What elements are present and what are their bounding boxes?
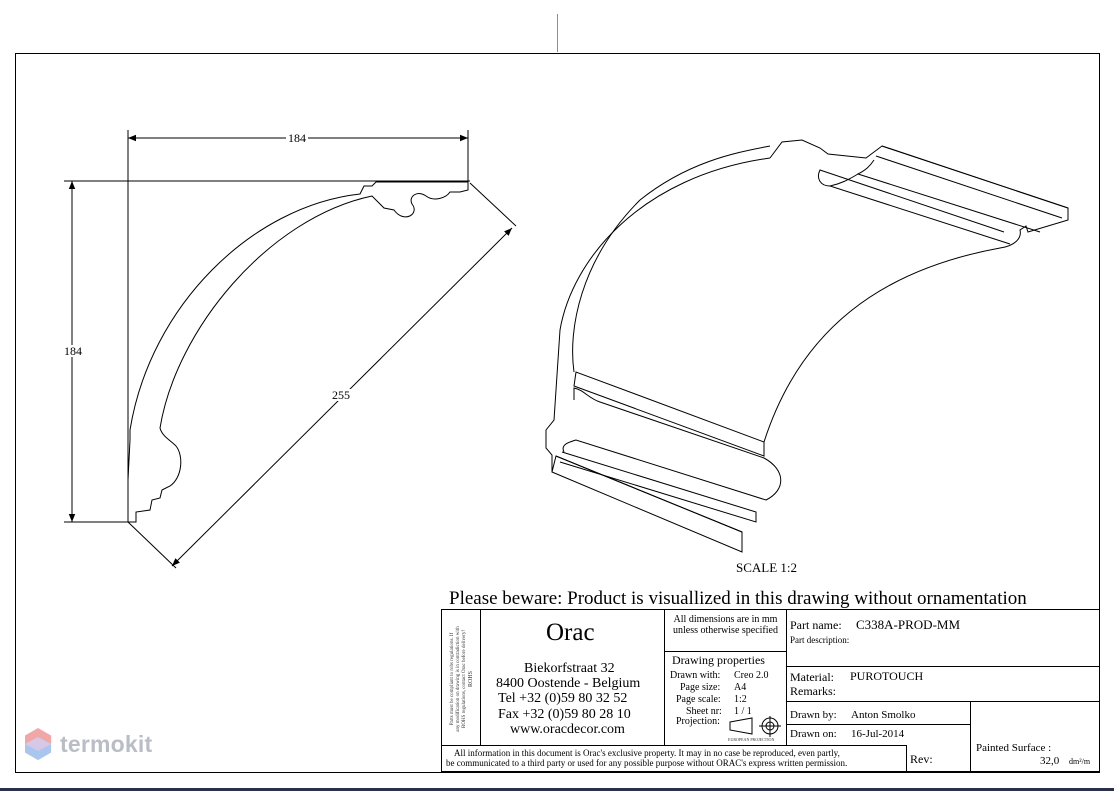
drawing-frame <box>15 53 1100 773</box>
rohs-side-note: Parts must be compliant to rohs regulati… <box>450 626 474 732</box>
painted-surface-unit: dm²/m <box>1069 757 1091 766</box>
company-street: Biekorfstraat 32 <box>524 661 615 676</box>
projection-label: Projection: <box>676 716 720 727</box>
top-guide-line <box>557 14 558 52</box>
termokit-logo-text: termokit <box>60 730 153 757</box>
dim-width-label: 184 <box>286 131 308 145</box>
legal-notice-line-1: All information in this document is Orac… <box>454 748 840 758</box>
properties-heading: Drawing properties <box>672 653 765 667</box>
page-scale-value: 1:2 <box>734 694 747 705</box>
drawn-by-label: Drawn by: <box>790 709 837 721</box>
sheet-label: Sheet nr: <box>686 706 722 717</box>
drawn-by-value: Anton Smolko <box>851 709 916 721</box>
material-label: Material: <box>790 670 834 684</box>
company-web[interactable]: www.oracdecor.com <box>510 722 625 737</box>
termokit-logo-icon <box>25 728 51 760</box>
part-description-label: Part description: <box>790 635 850 645</box>
revision-label: Rev: <box>910 752 933 766</box>
painted-surface-value: 32,0 <box>1040 755 1060 767</box>
scale-label: SCALE 1:2 <box>736 560 798 575</box>
dim-diagonal-label: 255 <box>330 388 352 402</box>
material-value: PUROTOUCH <box>850 669 924 683</box>
termokit-watermark: termokit <box>24 727 152 761</box>
profile-section <box>127 181 469 523</box>
drawn-with-value: Creo 2.0 <box>734 670 769 681</box>
page-size-label: Page size: <box>680 682 721 693</box>
legal-notice-line-2: be communicated to a third party or used… <box>446 758 848 768</box>
bottom-bar <box>0 788 1114 791</box>
sheet-value: 1 / 1 <box>734 706 752 717</box>
isometric-view <box>545 139 1069 553</box>
drawn-on-label: Drawn on: <box>790 728 837 740</box>
company-tel: Tel +32 (0)59 80 32 52 <box>498 691 628 706</box>
painted-surface-label: Painted Surface : <box>976 742 1052 754</box>
remarks-label: Remarks: <box>790 684 836 698</box>
part-name-label: Part name: <box>790 618 842 632</box>
drawn-with-label: Drawn with: <box>670 670 721 681</box>
company-name: Orac <box>546 619 595 646</box>
dimensions-note: All dimensions are in mm unless otherwis… <box>673 614 778 636</box>
page-size-value: A4 <box>734 682 747 693</box>
title-block <box>441 609 1100 772</box>
company-fax: Fax +32 (0)59 80 28 10 <box>498 707 631 722</box>
part-name-value: C338A-PROD-MM <box>856 617 961 632</box>
projection-note: EUROPEAN PROJECTION <box>728 737 775 742</box>
company-city: 8400 Oostende - Belgium <box>496 676 641 691</box>
dim-height-label: 184 <box>62 344 84 358</box>
drawn-on-value: 16-Jul-2014 <box>851 728 905 740</box>
beware-notice: Please beware: Product is visuallized in… <box>449 588 1027 609</box>
projection-symbol-icon <box>729 716 781 737</box>
page-scale-label: Page scale: <box>676 694 721 705</box>
